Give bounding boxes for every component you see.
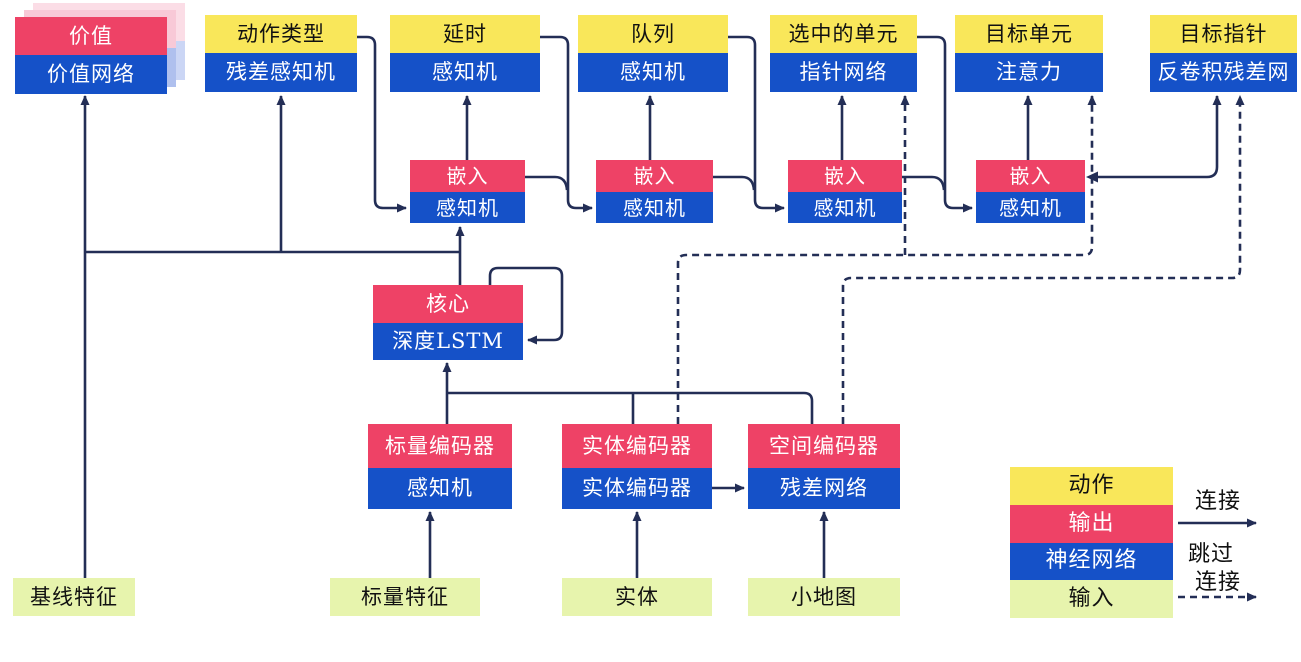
node-scalar-features: 标量特征: [330, 578, 480, 616]
edge-embed2-to-embed3: [713, 175, 756, 191]
value-network-label: 价值网络: [15, 55, 167, 94]
legend-dashed-arrow-label-line2: 连接: [1194, 570, 1242, 595]
edge-core-self-loop: [488, 266, 564, 345]
legend-input: 输入: [1010, 580, 1173, 618]
action-type-label: 动作类型: [205, 15, 357, 53]
scalar-features-label: 标量特征: [330, 578, 480, 616]
minimap-label: 小地图: [748, 578, 900, 616]
target-pointer-label: 目标指针: [1150, 15, 1297, 53]
delay-network-label: 感知机: [390, 53, 540, 92]
queue-label: 队列: [578, 15, 728, 53]
edge-embed1-to-embed2: [525, 175, 569, 191]
edge-delay-to-embed2: [540, 35, 593, 213]
node-minimap: 小地图: [748, 578, 900, 616]
legend-output: 输出: [1010, 504, 1173, 543]
scalar-encoder-label: 标量编码器: [368, 424, 512, 468]
node-delay: 延时 感知机: [390, 15, 540, 92]
value-output-label: 价值: [15, 17, 167, 55]
node-spatial-encoder: 空间编码器 残差网络: [748, 424, 900, 509]
node-entities: 实体: [562, 578, 712, 616]
node-embed3: 嵌入 感知机: [788, 160, 902, 223]
legend-action: 动作: [1010, 467, 1173, 505]
edge-embed3-to-embed4: [902, 175, 946, 191]
edge-queue-to-embed3: [728, 35, 785, 213]
node-embed4: 嵌入 感知机: [976, 160, 1085, 223]
embed4-label: 嵌入: [976, 160, 1085, 192]
node-value: 价值 价值网络: [15, 17, 167, 94]
skip-spatial-encoder-to-target-pointer: [841, 95, 1245, 424]
delay-label: 延时: [390, 15, 540, 53]
embed3-label: 嵌入: [788, 160, 902, 192]
node-embed2: 嵌入 感知机: [596, 160, 713, 223]
edge-selected-units-to-embed4: [917, 35, 973, 213]
legend-neural-network: 神经网络: [1010, 542, 1173, 581]
embed2-network-label: 感知机: [596, 192, 713, 223]
target-unit-network-label: 注意力: [955, 53, 1103, 92]
node-selected-units: 选中的单元 指针网络: [770, 15, 917, 92]
core-network-label: 深度LSTM: [373, 323, 523, 360]
skip-entity-encoder-to-target-unit: [676, 95, 1097, 424]
target-pointer-network-label: 反卷积残差网: [1150, 53, 1297, 92]
node-scalar-encoder: 标量编码器 感知机: [368, 424, 512, 509]
node-baseline-features: 基线特征: [13, 578, 135, 616]
scalar-encoder-network-label: 感知机: [368, 468, 512, 509]
embed2-label: 嵌入: [596, 160, 713, 192]
embed3-network-label: 感知机: [788, 192, 902, 223]
selected-units-label: 选中的单元: [770, 15, 917, 53]
node-target-pointer: 目标指针 反卷积残差网: [1150, 15, 1297, 92]
action-type-network-label: 残差感知机: [205, 53, 357, 92]
entity-encoder-network-label: 实体编码器: [562, 468, 712, 509]
node-embed1: 嵌入 感知机: [410, 160, 525, 223]
entities-label: 实体: [562, 578, 712, 616]
queue-network-label: 感知机: [578, 53, 728, 92]
node-core: 核心 深度LSTM: [373, 285, 523, 360]
edge-embed4-to-target-pointer: [1090, 95, 1222, 179]
legend-solid-arrow-label: 连接: [1194, 489, 1242, 514]
entity-encoder-label: 实体编码器: [562, 424, 712, 468]
node-entity-encoder: 实体编码器 实体编码器: [562, 424, 712, 509]
edge-encoder-bus: [447, 391, 814, 424]
selected-units-network-label: 指针网络: [770, 53, 917, 92]
embed1-label: 嵌入: [410, 160, 525, 192]
node-action-type: 动作类型 残差感知机: [205, 15, 357, 92]
embed4-network-label: 感知机: [976, 192, 1085, 223]
spatial-encoder-network-label: 残差网络: [748, 468, 900, 509]
legend-dashed-arrow-label-line1: 跳过: [1187, 542, 1235, 567]
baseline-features-label: 基线特征: [13, 578, 135, 616]
embed1-network-label: 感知机: [410, 192, 525, 223]
node-queue: 队列 感知机: [578, 15, 728, 92]
node-target-unit: 目标单元 注意力: [955, 15, 1103, 92]
target-unit-label: 目标单元: [955, 15, 1103, 53]
spatial-encoder-label: 空间编码器: [748, 424, 900, 468]
core-label: 核心: [373, 285, 523, 323]
legend: 动作 输出 神经网络 输入: [1010, 467, 1173, 618]
edge-action-type-to-embed1: [357, 35, 407, 213]
